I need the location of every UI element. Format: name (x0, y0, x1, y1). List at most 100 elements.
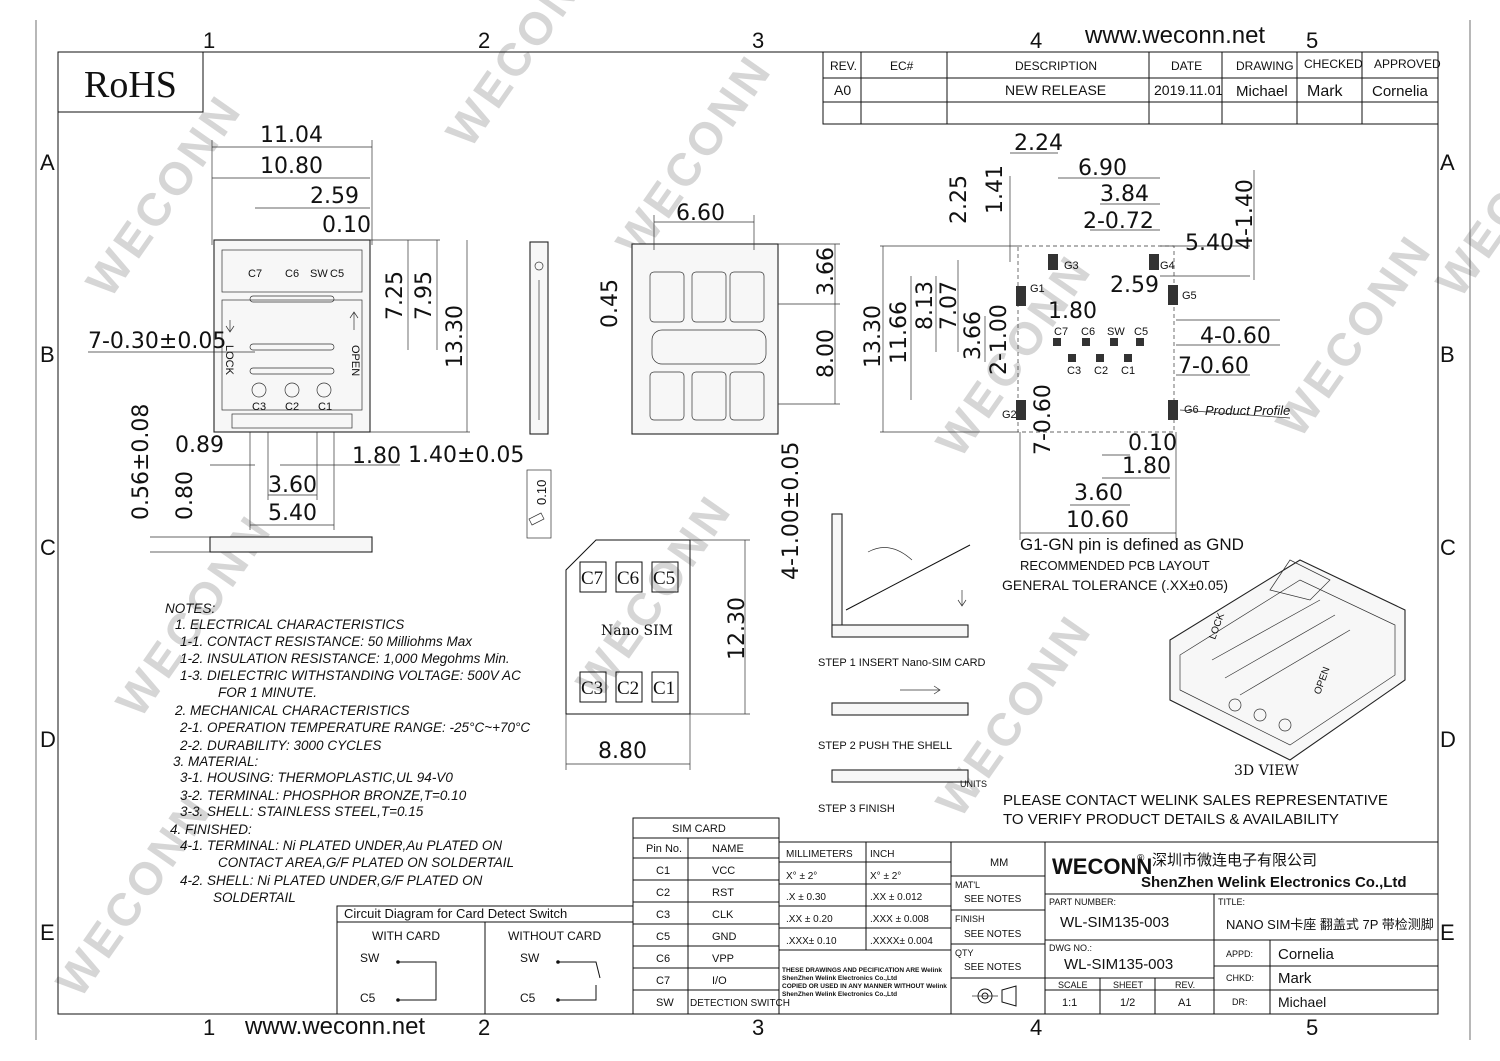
pin-label: C3 (252, 401, 266, 413)
dim-label: 3.66 (961, 311, 986, 360)
without-card-label: WITHOUT CARD (508, 929, 601, 943)
website-url: www.weconn.net (244, 1013, 425, 1040)
pin-cell: C1 (656, 865, 670, 877)
tol-cell: X° ± 2° (786, 871, 817, 882)
pin-label: C6 (285, 268, 299, 280)
ground-label: G2 (1002, 409, 1017, 421)
circuit-diagram: Circuit Diagram for Card Detect Switch W… (336, 905, 634, 1015)
rohs-label: RoHS (84, 64, 177, 106)
disclaimer-line: THESE DRAWINGS AND PECIFICATION ARE Weli… (782, 967, 942, 974)
sim-width-dim: 8.80 (598, 739, 647, 764)
pin-cell: C2 (656, 887, 670, 899)
top-view: C7 C6 SW C5 C3 C2 C1 LOCK OPEN 11.04 10.… (88, 123, 524, 553)
dim-label: 0.56±0.08 (129, 404, 154, 520)
zone-col: 1 (203, 28, 215, 53)
zone-row: E (40, 920, 55, 945)
dim-label: 11.04 (260, 123, 323, 148)
approved-value: Cornelia (1372, 83, 1429, 100)
c5-label: C5 (360, 991, 376, 1005)
note-line: NOTES: (165, 601, 216, 616)
note-line: CONTACT AREA,G/F PLATED ON SOLDERTAIL (218, 855, 514, 870)
tol-cell: .XX ± 0.20 (786, 914, 833, 925)
assembly-steps: STEP 1 INSERT Nano-SIM CARD STEP 2 PUSH … (818, 513, 987, 815)
sw-label: SW (360, 951, 380, 965)
zone-row: D (1440, 727, 1456, 752)
rev-label: REV. (1175, 980, 1195, 990)
tolerance-table: MILLIMETERS INCH X° ± 2° X° ± 2° .X ± 0.… (778, 841, 952, 1015)
part-number: WL-SIM135-003 (1060, 914, 1169, 931)
sim-contact: C7 (581, 568, 603, 589)
note-line: FOR 1 MINUTE. (218, 685, 317, 700)
sw-label: SW (520, 951, 540, 965)
note-line: 4. FINISHED: (170, 822, 252, 837)
tol-cell: .X ± 0.30 (786, 892, 826, 903)
watermark: WECONN (436, 0, 613, 156)
rohs-box (57, 51, 204, 113)
drawing-title: NANO SIM卡座 翻盖式 7P 带检测脚 (1226, 917, 1434, 932)
dim-label: 0.45 (598, 279, 623, 328)
dim-label: 6.90 (1078, 156, 1127, 181)
sim-card-table: SIM CARD Pin No. NAME C1 VCC C2 RST C3 C… (632, 817, 790, 1015)
nano-sim-label: Nano SIM (601, 623, 673, 639)
sim-height-dim: 12.30 (725, 597, 750, 660)
dim-label: 11.66 (887, 301, 912, 364)
pin-label: C5 (1134, 326, 1148, 338)
ground-label: G1 (1030, 283, 1045, 295)
note-line: 2-1. OPERATION TEMPERATURE RANGE: -25°C~… (179, 720, 530, 735)
rev-value: A0 (834, 82, 851, 98)
c5-label: C5 (520, 991, 536, 1005)
date-value: 2019.11.01 (1154, 82, 1223, 98)
title-block: MM MAT'L SEE NOTES FINISH SEE NOTES QTY … (950, 841, 1439, 1015)
dim-label: 7.07 (937, 281, 962, 330)
dim-label: 5.40 (268, 501, 317, 526)
description-header: DESCRIPTION (1015, 59, 1097, 73)
drawing-header: DRAWING (1236, 59, 1294, 73)
pin-label: C3 (1067, 365, 1081, 377)
contact-notice: TO VERIFY PRODUCT DETAILS & AVAILABILITY (1003, 811, 1339, 828)
dim-label: 4-1.40 (1233, 179, 1258, 250)
dim-label: 4-0.60 (1200, 324, 1271, 349)
sheet-value: 1/2 (1120, 997, 1135, 1009)
note-line: 3-1. HOUSING: THERMOPLASTIC,UL 94-V0 (180, 770, 453, 785)
pin-label: C1 (318, 401, 332, 413)
zone-row: E (1440, 920, 1455, 945)
dr-value: Michael (1278, 994, 1326, 1010)
dim-label: 8.13 (913, 281, 938, 330)
chkd-label: CHKD: (1226, 973, 1254, 983)
approved-header: APPROVED (1374, 57, 1441, 71)
step-label: STEP 1 INSERT Nano-SIM CARD (818, 657, 986, 669)
bottom-view: 6.60 0.45 3.66 8.00 (598, 201, 840, 435)
dim-label: 0.89 (175, 433, 224, 458)
rev-value: A1 (1178, 997, 1191, 1009)
note-line: 1-3. DIELECTRIC WITHSTANDING VOLTAGE: 50… (180, 668, 521, 683)
unit-label: MM (990, 857, 1008, 869)
website-url: www.weconn.net (1084, 22, 1265, 49)
dim-label: 2.59 (310, 184, 359, 209)
gnd-note: G1-GN pin is defined as GND (1020, 535, 1244, 554)
sim-contact: C2 (617, 678, 639, 699)
open-label: OPEN (349, 345, 361, 376)
disclaimer-line: ShenZhen Welink Electronics Co.,Ltd (782, 991, 897, 998)
dim-label: 0.10 (1128, 431, 1177, 456)
dim-label: 2-1.00 (987, 304, 1012, 375)
watermark: WECONN (566, 485, 743, 706)
watermark: WECONN (606, 45, 783, 266)
pin-cell: SW (656, 997, 674, 1009)
pin-no-header: Pin No. (646, 843, 682, 855)
note-line: 3-2. TERMINAL: PHOSPHOR BRONZE,T=0.10 (180, 788, 467, 803)
nano-sim-card: C7 C6 C5 C3 C2 C1 Nano SIM 12.30 8.80 (565, 539, 750, 770)
ground-label: G4 (1160, 260, 1175, 272)
note-line: 3-3. SHELL: STAINLESS STEEL,T=0.15 (180, 804, 424, 819)
step-label: STEP 2 PUSH THE SHELL (818, 740, 952, 752)
tol-cell: .XXXX± 0.004 (870, 936, 933, 947)
company-en: ShenZhen Welink Electronics Co.,Ltd (1141, 874, 1407, 891)
registered-mark: ® (1137, 853, 1145, 864)
zone-col: 2 (478, 28, 490, 53)
ground-label: G5 (1182, 290, 1197, 302)
note-line: SOLDERTAIL (213, 890, 296, 905)
dim-label: 0.10 (534, 480, 549, 505)
dim-label: 10.80 (260, 154, 323, 179)
dim-label: 1.41 (983, 165, 1008, 214)
zone-col: 3 (752, 28, 764, 53)
zone-row: B (40, 342, 55, 367)
